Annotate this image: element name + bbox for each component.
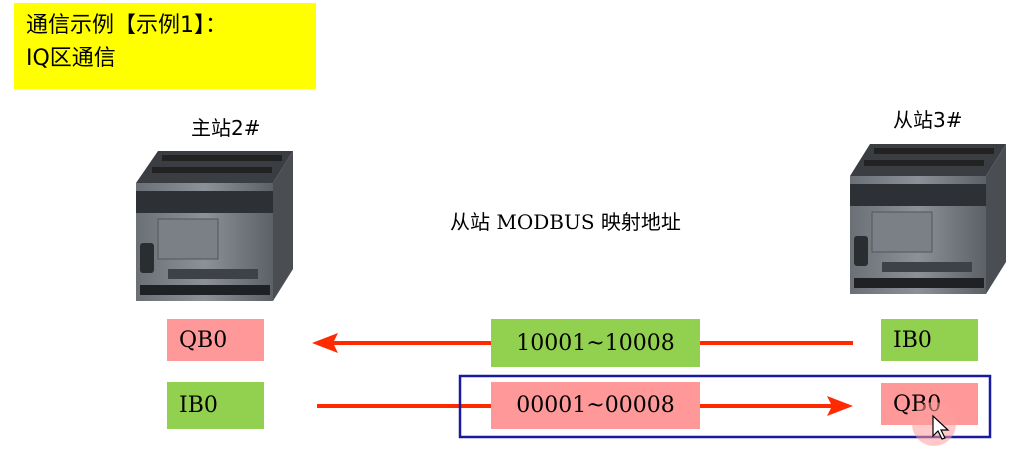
modbus-range-row1-box: 10001~10008: [491, 319, 700, 367]
master-qb0-label: QB0: [179, 327, 228, 353]
master-station-label: 主站2#: [191, 116, 261, 140]
master-qb0-box: QB0: [167, 319, 264, 361]
slave-station-label: 从站3#: [893, 108, 963, 132]
modbus-range-row2-label: 00001~00008: [516, 393, 675, 418]
master-ib0-box: IB0: [167, 382, 264, 429]
title-box: 通信示例【示例1】： IQ区通信: [14, 3, 316, 89]
mouse-cursor-icon: [912, 402, 956, 446]
title-line-1: 通信示例【示例1】：: [26, 13, 227, 38]
modbus-mapping-label: 从站 MODBUS 映射地址: [450, 210, 681, 234]
title-line-2: IQ区通信: [26, 46, 116, 71]
arrow-row1-left: [312, 333, 493, 353]
modbus-range-row2-box: 00001~00008: [491, 382, 700, 429]
slave-ib0-label: IB0: [893, 327, 932, 353]
modbus-range-row1-label: 10001~10008: [516, 330, 675, 356]
master-plc-image: [136, 151, 293, 301]
slave-plc-image: [850, 144, 1006, 294]
slave-ib0-box: IB0: [881, 319, 978, 361]
master-ib0-label: IB0: [179, 393, 218, 418]
arrow-row2-right: [700, 396, 853, 416]
highlight-frame: [458, 374, 992, 439]
